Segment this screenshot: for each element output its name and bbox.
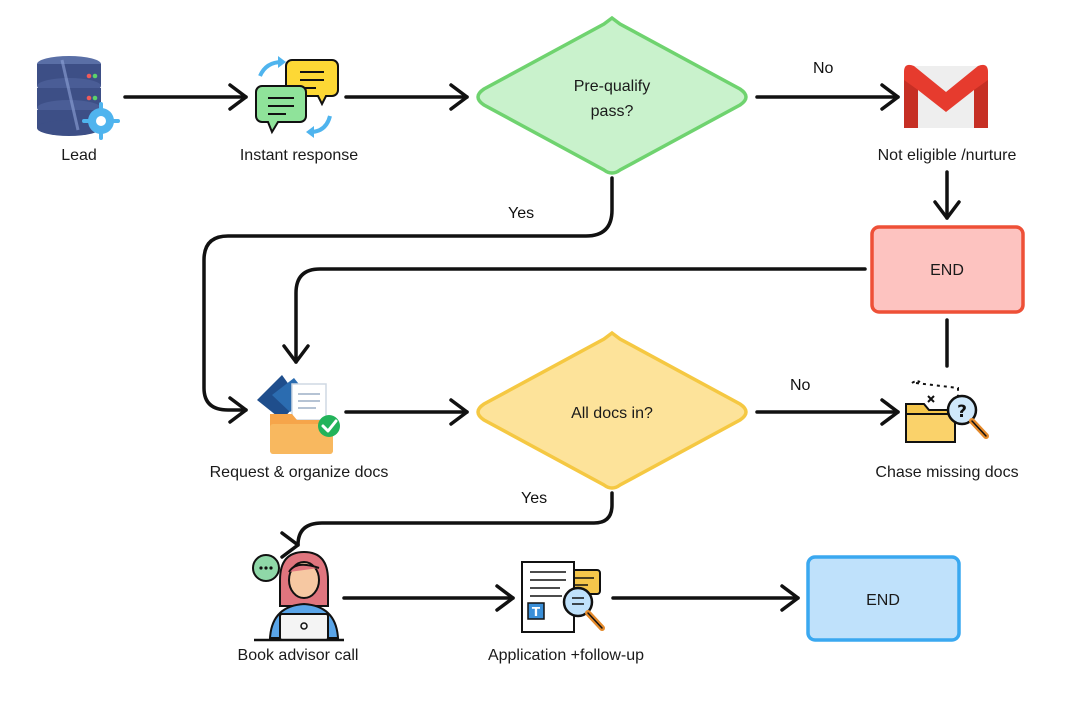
diamond-shape [476,15,748,175]
prequalify-label-line2: pass? [591,103,634,120]
node-request-docs: Request & organize docs [210,375,389,481]
decision-prequalify: Pre-qualify pass? [476,15,748,175]
not-eligible-label: Not eligible /nurture [878,147,1017,164]
folder-documents-icon [257,375,340,454]
advisor-headset-icon [252,550,344,642]
request-docs-label: Request & organize docs [210,464,389,481]
edge-label-prequalify-yes: Yes [508,205,534,222]
folder-search-icon: ? [905,380,989,443]
svg-text:T: T [532,605,541,619]
book-call-label: Book advisor call [238,647,359,664]
gmail-icon [904,64,988,128]
end-box-red-shape [870,225,1025,314]
end-box-blue: END [806,555,961,642]
lead-label: Lead [61,147,97,164]
all-docs-label: All docs in? [571,405,653,422]
connectors [123,83,961,612]
decision-all-docs: All docs in? [476,330,748,490]
prequalify-label-line1: Pre-qualify [574,78,650,95]
node-chase-docs: ? Chase missing docs [875,380,1019,481]
node-instant-response: Instant response [240,56,358,164]
edge-label-prequalify-no: No [813,60,834,77]
database-icon [37,56,120,140]
end-box-red: END [870,225,1025,314]
end-blue-label: END [866,592,900,609]
document-search-icon: T [521,561,605,633]
edge-end-to-request [282,267,867,364]
node-application: T Application +follow-up [488,561,644,664]
edge-label-docs-no: No [790,377,811,394]
edge-label-docs-yes: Yes [521,490,547,507]
node-book-call: Book advisor call [238,550,359,664]
instant-response-label: Instant response [240,147,358,164]
svg-text:?: ? [957,402,967,422]
node-not-eligible: Not eligible /nurture [878,64,1017,164]
edge-prequalify-yes [202,176,614,424]
chat-bubbles-icon [255,56,339,138]
chase-docs-label: Chase missing docs [875,464,1018,481]
end-box-blue-shape [806,555,961,642]
edge-alldocs-yes [284,491,614,547]
node-lead: Lead [37,56,120,164]
diamond-shape [476,330,748,490]
end-red-label: END [930,262,964,279]
application-label: Application +follow-up [488,647,644,664]
